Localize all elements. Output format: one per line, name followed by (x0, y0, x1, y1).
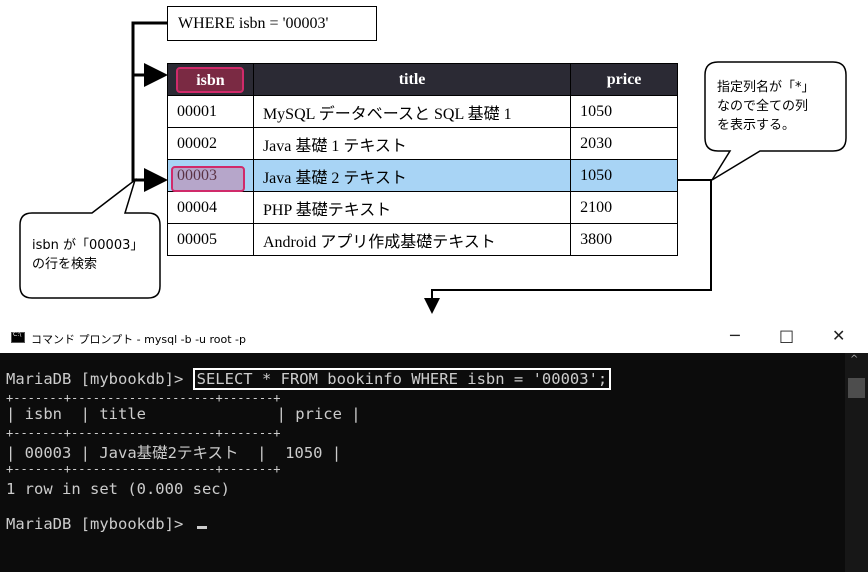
result-header-line: | isbn | title | price | (6, 405, 361, 423)
cell-isbn: 00001 (167, 95, 254, 128)
right-callout-line1: 指定列名が「*」 (717, 80, 815, 95)
isbn-row-highlight (171, 166, 245, 192)
close-button[interactable]: ✕ (832, 326, 846, 345)
left-callout-bubble (19, 177, 161, 299)
where-clause-box: WHERE isbn = '00003' (167, 6, 377, 41)
result-summary: 1 row in set (0.000 sec) (6, 480, 230, 498)
console-prompt: MariaDB [mybookdb]> (6, 370, 193, 388)
cell-price: 1050 (570, 95, 678, 128)
result-border-mid: +-------+--------------------+-------+ (6, 426, 281, 440)
console-titlebar: コマンド プロンプト - mysql -b -u root -p ─ □ ✕ (0, 322, 868, 353)
table-row: 00005 Android アプリ作成基礎テキスト 3800 (167, 223, 678, 256)
command-line: MariaDB [mybookdb]> SELECT * FROM bookin… (6, 368, 612, 390)
cell-title: PHP 基礎テキスト (252, 191, 572, 224)
result-connector (424, 179, 712, 314)
header-isbn: isbn (167, 63, 254, 96)
maximize-button[interactable]: □ (779, 326, 795, 345)
scroll-up-icon[interactable]: ^ (850, 354, 859, 365)
cell-price: 3800 (570, 223, 678, 256)
cell-title: Java 基礎 1 テキスト (252, 127, 572, 160)
cell-isbn: 00003 (167, 159, 254, 192)
window-title: コマンド プロンプト - mysql -b -u root -p (31, 333, 247, 346)
right-callout-line3: を表示する。 (717, 118, 796, 133)
right-callout-text: 指定列名が「*」 なので全ての列 を表示する。 (717, 78, 815, 135)
header-title: title (252, 63, 572, 96)
text-cursor (196, 526, 207, 529)
console-window (0, 322, 868, 572)
cell-title: MySQL データベースと SQL 基礎 1 (252, 95, 572, 128)
console-prompt-2: MariaDB [mybookdb]> (6, 515, 193, 533)
cell-price: 2100 (570, 191, 678, 224)
result-border-top: +-------+--------------------+-------+ (6, 391, 281, 405)
cell-isbn: 00002 (167, 127, 254, 160)
cell-isbn: 00004 (167, 191, 254, 224)
sql-command: SELECT * FROM bookinfo WHERE isbn = '000… (192, 368, 612, 390)
cell-title: Java 基礎 2 テキスト (252, 159, 572, 192)
cell-price: 2030 (570, 127, 678, 160)
left-callout-line2: の行を検索 (32, 257, 98, 272)
cell-isbn: 00005 (167, 223, 254, 256)
where-connector-lower (131, 75, 168, 192)
left-callout-text: isbn が「00003」 の行を検索 (32, 236, 143, 274)
console-scrollbar[interactable] (845, 353, 868, 572)
book-table: isbn title price 00001 MySQL データベースと SQL… (167, 63, 678, 256)
table-row-highlighted: 00003 Java 基礎 2 テキスト 1050 (167, 159, 678, 192)
cell-price: 1050 (570, 159, 678, 192)
right-callout-line2: なので全ての列 (717, 99, 809, 114)
table-row: 00004 PHP 基礎テキスト 2100 (167, 191, 678, 224)
table-row: 00002 Java 基礎 1 テキスト 2030 (167, 127, 678, 160)
scrollbar-thumb[interactable] (848, 378, 865, 398)
isbn-header-highlight: isbn (176, 66, 245, 93)
command-prompt-icon (11, 331, 25, 343)
right-callout-bubble (704, 61, 847, 181)
table-row: 00001 MySQL データベースと SQL 基礎 1 1050 (167, 95, 678, 128)
prompt-line[interactable]: MariaDB [mybookdb]> (6, 515, 207, 533)
result-border-bottom: +-------+--------------------+-------+ (6, 462, 281, 476)
minimize-button[interactable]: ─ (730, 326, 740, 345)
header-price: price (570, 63, 678, 96)
where-connector (131, 21, 168, 87)
cell-title: Android アプリ作成基礎テキスト (252, 223, 572, 256)
result-data-line: | 00003 | Java基礎2テキスト | 1050 | (6, 444, 342, 462)
table-header-row: isbn title price (167, 63, 678, 96)
left-callout-line1: isbn が「00003」 (32, 238, 144, 253)
